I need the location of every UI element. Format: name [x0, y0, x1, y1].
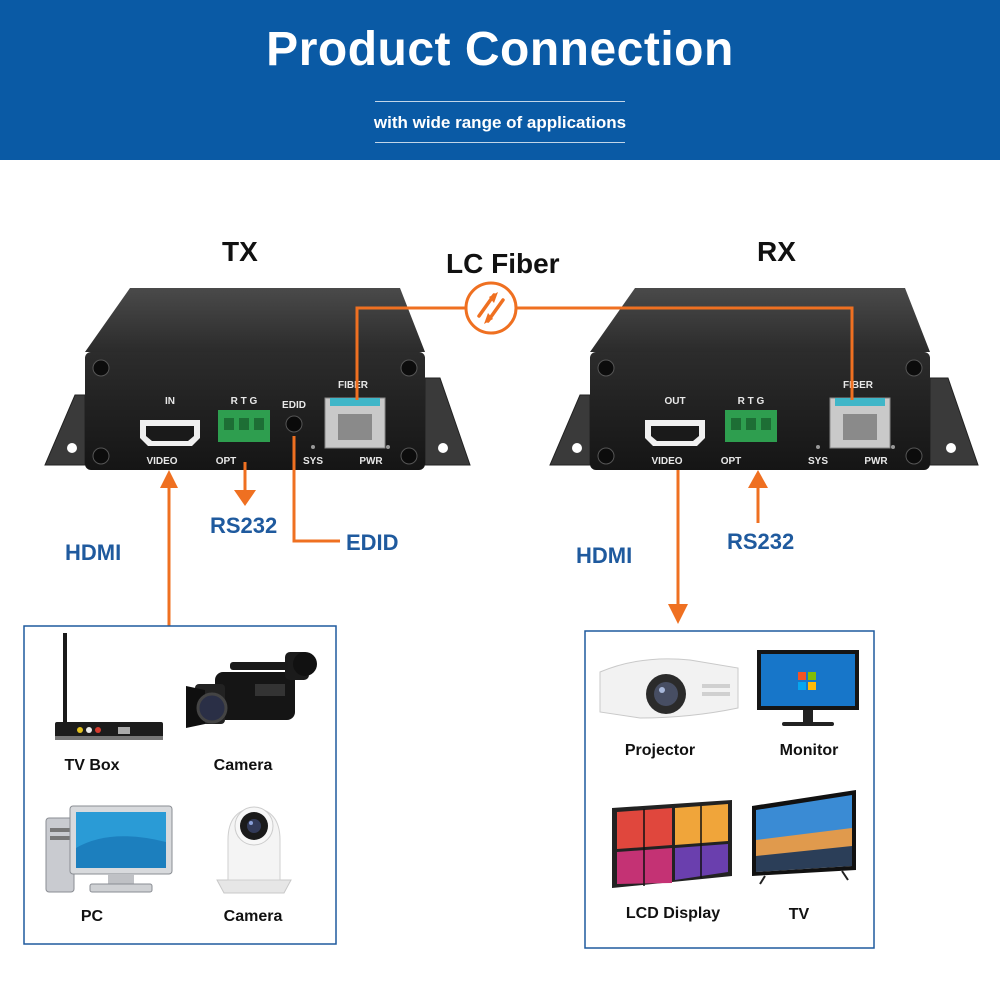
tx-fiber-label: FIBER [338, 380, 369, 391]
source-label-camera: Camera [213, 757, 273, 774]
rx-opt-label: OPT [721, 456, 742, 467]
tx-screw-4 [400, 447, 418, 465]
tx-opt-label: OPT [216, 456, 237, 467]
tx-flange-left [44, 394, 86, 466]
source-label-tv-box: TV Box [64, 757, 120, 774]
tx-device: IN VIDEO R T G OPT EDID SYS FIBER PWR [44, 288, 471, 470]
monitor-image [757, 650, 859, 726]
rx-sys-label: SYS [808, 456, 828, 467]
camcorder-image [186, 652, 317, 728]
tx-in-label: IN [165, 396, 175, 407]
hdmi-output-label: HDMI [576, 543, 633, 568]
tx-screw-2 [400, 359, 418, 377]
rx-pwr-label: PWR [864, 456, 888, 467]
rx-video-label: VIDEO [651, 456, 682, 467]
display-label-monitor: Monitor [779, 742, 839, 759]
hdmi-input-label: HDMI [65, 540, 122, 565]
tx-sys-label: SYS [303, 456, 323, 467]
tx-video-label: VIDEO [146, 456, 177, 467]
rx-device: OUT VIDEO R T G OPT SYS FIBER PWR [549, 288, 979, 470]
rx-rtg-label: R T G [738, 396, 765, 407]
tx-rs232-label: RS232 [210, 513, 278, 538]
tv-box-image [55, 633, 163, 740]
tx-label: TX [222, 236, 258, 267]
edid-line [292, 436, 340, 543]
tx-flange-hole-right [438, 443, 448, 453]
source-devices-box [23, 625, 337, 945]
video-wall-image [612, 800, 732, 888]
rx-flange-left [549, 394, 591, 466]
pc-image [45, 805, 173, 893]
lc-fiber-label: LC Fiber [446, 248, 560, 279]
header-banner: Product Connection with wide range of ap… [0, 0, 1000, 160]
banner-divider-bottom [375, 142, 625, 143]
projector-image [599, 658, 739, 719]
security-camera-image [216, 806, 292, 894]
tx-flange-hole-left [67, 443, 77, 453]
tx-screw-1 [92, 359, 110, 377]
fiber-exchange-icon [464, 281, 518, 335]
connection-lines [167, 306, 854, 626]
source-label-security-camera: Camera [223, 908, 283, 925]
display-label-projector: Projector [624, 742, 696, 759]
tx-top-face [85, 288, 425, 352]
tx-rtg-label: R T G [231, 396, 258, 407]
rx-rs232-label: RS232 [727, 529, 795, 554]
tx-flange-right [424, 377, 471, 466]
tx-pwr-label: PWR [359, 456, 383, 467]
tv-image [752, 790, 856, 885]
rx-out-label: OUT [664, 396, 685, 407]
rx-top-face [590, 288, 930, 352]
display-label-lcd-display: LCD Display [625, 905, 721, 922]
connection-arrowheads [160, 470, 768, 624]
hdmi-out-arrowhead [668, 604, 688, 624]
display-label-tv: TV [788, 906, 810, 923]
source-label-pc: PC [80, 908, 104, 925]
rx-rs232-arrowhead [748, 470, 768, 488]
rx-fiber-label: FIBER [843, 380, 874, 391]
hdmi-in-arrowhead [160, 470, 178, 488]
banner-divider-top [375, 101, 625, 102]
tx-rs232-arrowhead [234, 490, 256, 506]
fiber-link-line [355, 306, 854, 400]
edid-label: EDID [346, 530, 399, 555]
tx-edid-panel-label: EDID [282, 400, 306, 411]
tx-screw-3 [92, 447, 110, 465]
page-title: Product Connection [266, 23, 734, 76]
display-devices-box [584, 630, 875, 949]
rx-label: RX [757, 236, 796, 267]
tx-edid-button [285, 415, 303, 433]
page-subtitle: with wide range of applications [373, 113, 627, 132]
